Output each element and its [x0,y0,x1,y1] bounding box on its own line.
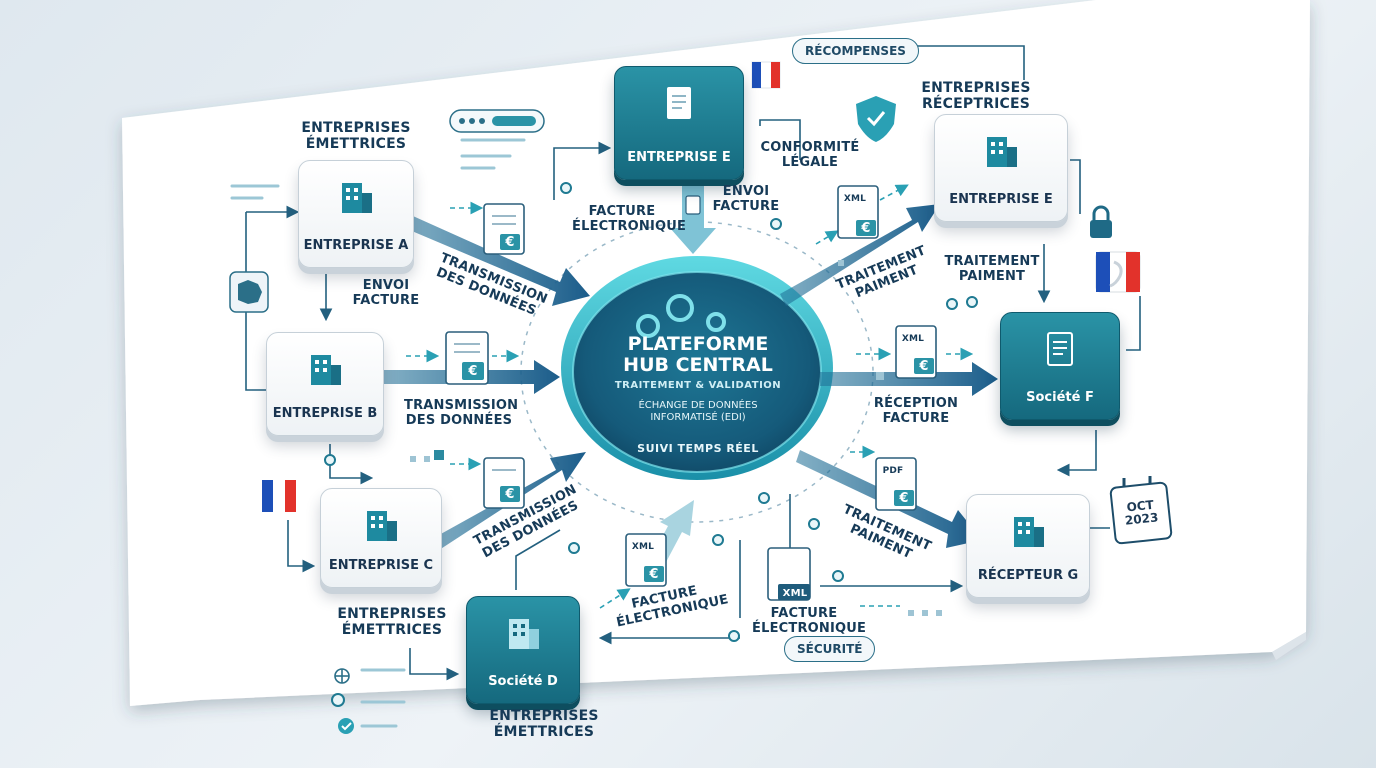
progress-widget [449,109,545,133]
node-label: ENTREPRISE E [949,192,1053,207]
france-map-icon [229,271,269,313]
node-label: RÉCEPTEUR G [977,568,1079,583]
xml-document-icon [767,547,811,601]
document-icon [1047,332,1073,366]
doc-label-xml: XML [901,334,925,344]
node-societe-f[interactable]: Société F [1000,312,1120,420]
invoice-document-icon [483,203,525,255]
gear-icon [636,294,726,338]
pill-securite: SÉCURITÉ [784,636,876,662]
node-societe-d[interactable]: Société D [466,596,580,704]
calendar-year: 2023 [1124,510,1159,528]
hub-title-line1: PLATEFORME [627,333,769,355]
building-icon [367,511,397,541]
doc-label-euro: € [899,491,909,506]
node-entreprise-c[interactable]: ENTREPRISE C [320,488,442,588]
band-a [400,212,590,306]
doc-label-pdf: PDF [882,466,904,476]
pill-recompenses: RÉCOMPENSES [792,38,919,64]
hub-subtitle: TRAITEMENT & VALIDATION [614,380,782,391]
band-out-top [780,204,940,306]
doc-label-euro: € [505,235,515,250]
node-label: ENTREPRISE B [272,406,378,421]
check-circle-icon [338,718,354,734]
node-entreprise-b[interactable]: ENTREPRISE B [266,332,384,436]
doc-label-euro: € [505,487,515,502]
xml-document-icon [837,185,879,239]
shield-icon [856,96,896,142]
marianne-logo [1095,251,1141,293]
node-recepteur-g[interactable]: RÉCEPTEUR G [966,494,1090,598]
hub-tracking: SUIVI TEMPS RÉEL [637,442,759,455]
building-icon [342,183,372,213]
node-entreprise-a[interactable]: ENTREPRISE A [298,160,414,268]
document-icon [667,87,691,119]
doc-label-euro: € [468,364,478,379]
xml-document-icon [895,325,937,379]
french-flag-icon [262,480,296,512]
node-label: ENTREPRISE C [328,558,434,573]
building-icon [311,355,341,385]
node-label: Société F [1026,390,1094,405]
building-icon [509,619,539,649]
hub-edi-line1: ÉCHANGE DE DONNÉES [638,400,758,411]
band-down [670,186,716,254]
hub-title-line2: HUB CENTRAL [623,354,773,376]
node-entreprise-e-right[interactable]: ENTREPRISE E [934,114,1068,222]
french-flag-icon [751,61,781,89]
node-entreprise-e-top[interactable]: ENTREPRISE E [614,66,744,180]
doc-label-euro: € [649,567,659,582]
pdf-document-icon [875,457,917,511]
hub-edi-line2: INFORMATISÉ (EDI) [650,412,746,423]
doc-label-xml: XML [782,588,808,599]
snowflake-icon [334,668,350,684]
doc-label-euro: € [919,359,929,374]
node-label: Société D [488,674,558,689]
doc-label-euro: € [861,221,871,236]
invoice-document-icon [445,331,489,385]
invoice-document-icon [483,457,525,509]
band-out-mid [820,362,998,396]
doc-label-xml: XML [631,542,655,552]
small-document-icon [685,195,701,215]
xml-document-icon [625,533,667,587]
building-icon [1014,517,1044,547]
building-icon [987,137,1017,167]
doc-label-xml: XML [843,194,867,204]
node-label: ENTREPRISE E [627,150,731,165]
lock-icon [1090,205,1112,238]
node-label: ENTREPRISE A [303,238,409,253]
